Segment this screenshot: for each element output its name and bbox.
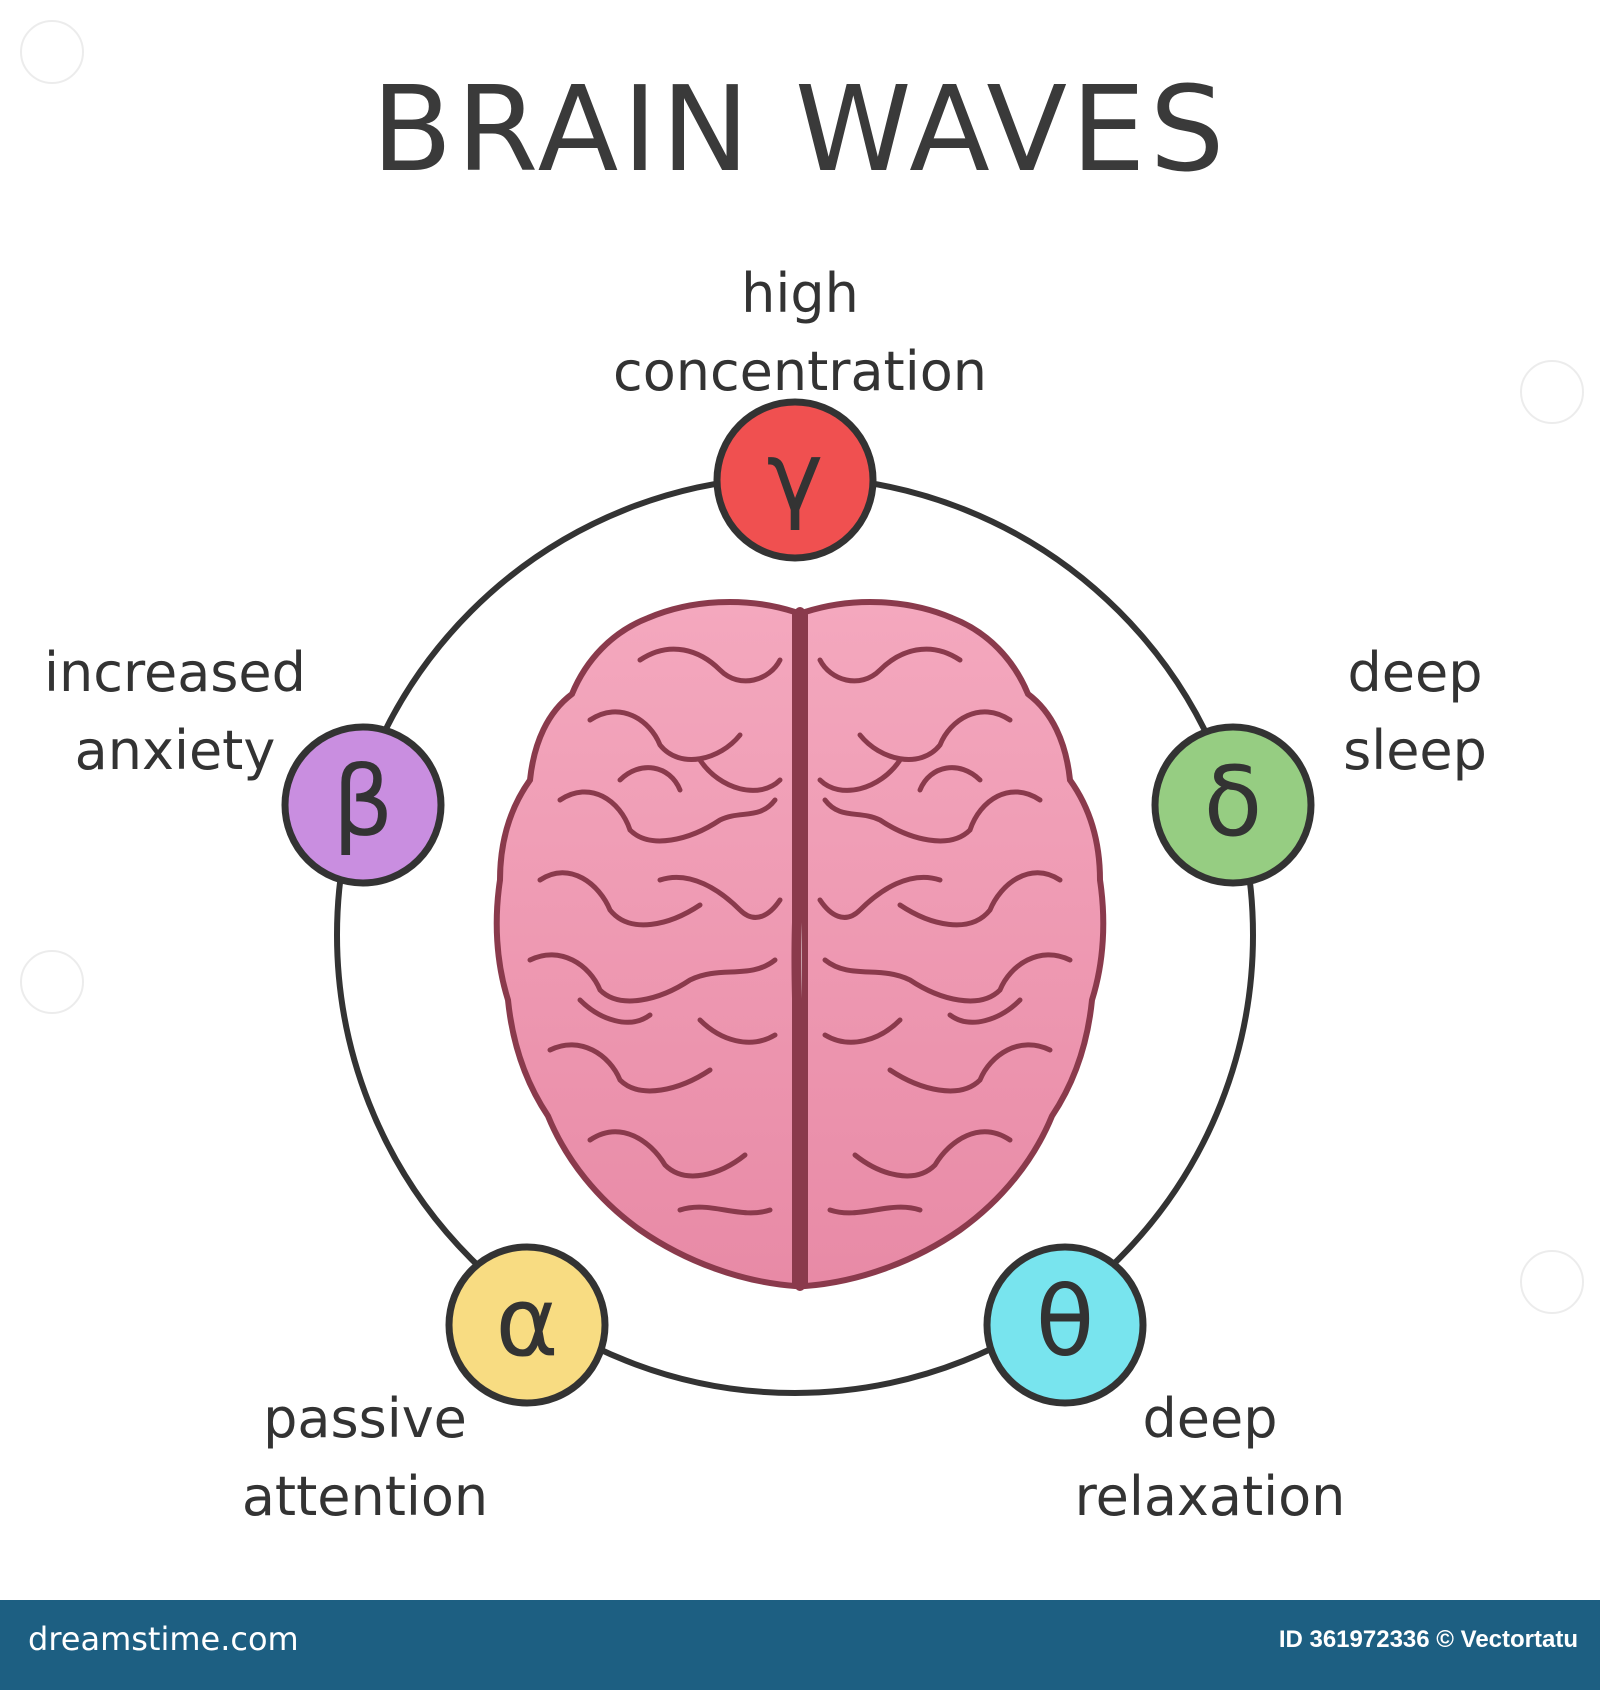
footer-site[interactable]: dreamstime.com: [28, 1620, 299, 1658]
label-gamma-line2: concentration: [613, 340, 987, 403]
label-alpha-line2: attention: [241, 1465, 489, 1528]
brain-illustration: [493, 599, 1107, 1291]
brain-waves-diagram: γ β δ α θ: [281, 398, 1315, 1407]
watermark-icon: [20, 20, 84, 84]
left-hemisphere: [493, 599, 798, 1290]
wave-node-circle-gamma: [713, 398, 877, 562]
label-delta-line1: deep: [1347, 641, 1483, 704]
label-gamma-line1: high: [741, 262, 859, 325]
wave-node-circle-delta: [1151, 723, 1315, 887]
label-delta-line2: sleep: [1343, 719, 1487, 782]
diagram-title: BRAIN WAVES: [371, 60, 1229, 198]
wave-symbol-alpha: α: [495, 1266, 558, 1378]
wave-symbol-theta: θ: [1036, 1266, 1095, 1378]
watermark-icon: [1520, 1250, 1584, 1314]
watermark-icon: [20, 950, 84, 1014]
wave-node-circle-beta: [281, 723, 445, 887]
wave-node-gamma: γ: [713, 398, 877, 562]
watermark-icon: [1520, 360, 1584, 424]
label-beta: increased anxiety: [20, 634, 330, 790]
longitudinal-fissure: [791, 607, 807, 1291]
label-theta-line2: relaxation: [1074, 1465, 1346, 1528]
footer-bar: dreamstime.com ID 361972336 © Vectortatu: [0, 1600, 1600, 1690]
wave-node-alpha: α: [445, 1243, 609, 1407]
right-hemisphere: [802, 599, 1107, 1290]
brain-folds: [527, 646, 783, 1216]
label-beta-line2: anxiety: [74, 719, 276, 782]
label-theta: deep relaxation: [1060, 1380, 1360, 1536]
wave-symbol-beta: β: [332, 746, 393, 858]
wave-node-circle-theta: [983, 1243, 1147, 1407]
wave-node-delta: δ: [1151, 723, 1315, 887]
label-delta: deep sleep: [1300, 634, 1530, 790]
footer-credit: ID 361972336 © Vectortatu: [1278, 1626, 1578, 1653]
brain-folds-right: [817, 646, 1073, 1216]
label-alpha-line1: passive: [263, 1387, 467, 1450]
label-theta-line1: deep: [1142, 1387, 1278, 1450]
wave-node-theta: θ: [983, 1243, 1147, 1407]
label-beta-line1: increased: [44, 641, 306, 704]
label-alpha: passive attention: [210, 1380, 520, 1536]
wave-node-circle-alpha: [445, 1243, 609, 1407]
wave-node-beta: β: [281, 723, 445, 887]
wave-symbol-delta: δ: [1204, 746, 1263, 858]
wave-symbol-gamma: γ: [767, 421, 824, 533]
label-gamma: high concentration: [500, 255, 1100, 411]
